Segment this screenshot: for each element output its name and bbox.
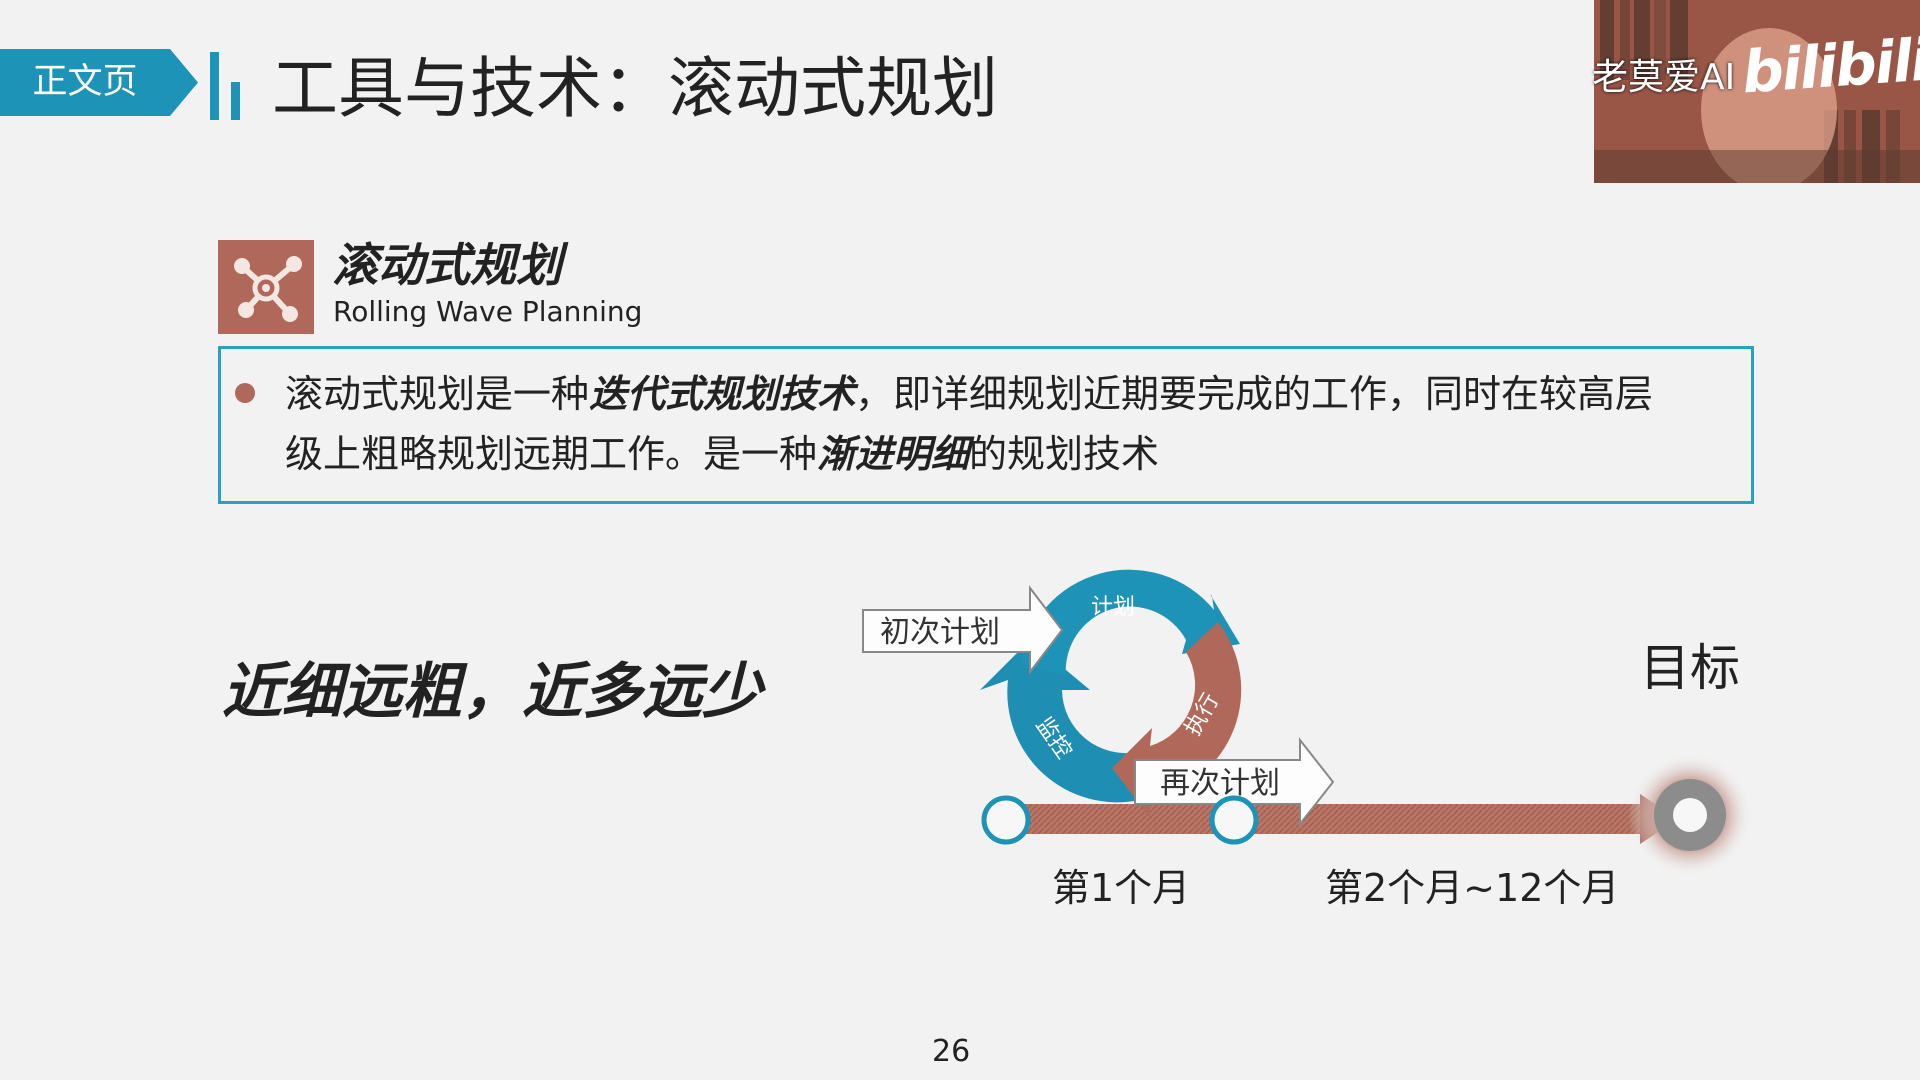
definition-box	[218, 346, 1754, 504]
month-2-12-label: 第2个月~12个月	[1325, 866, 1620, 910]
definition-emphasis: 渐进明细	[817, 432, 970, 476]
bullet-dot-icon	[235, 383, 255, 403]
webcam-channel-name: 老莫爱AI	[1592, 57, 1736, 98]
callout-replan-label: 再次计划	[1160, 766, 1280, 801]
month-1-label: 第1个月	[1052, 866, 1191, 910]
definition-line-2: 级上粗略规划远期工作。是一种渐进明细的规划技术	[285, 424, 1159, 484]
section-tag-label: 正文页	[32, 62, 138, 102]
section-subtitle: Rolling Wave Planning	[333, 295, 643, 328]
network-nodes-icon	[218, 240, 314, 334]
definition-text: 级上粗略规划远期工作。是一种	[285, 432, 818, 476]
title-bars-icon	[210, 52, 240, 120]
definition-line-1: 滚动式规划是一种迭代式规划技术，即详细规划近期要完成的工作，同时在较高层	[285, 364, 1653, 424]
definition-text: 滚动式规划是一种	[285, 372, 590, 416]
goal-label: 目标	[1640, 639, 1740, 697]
cycle-label-plan: 计划	[1091, 595, 1135, 620]
definition-text: 的规划技术	[969, 432, 1160, 476]
page-title: 工具与技术：滚动式规划	[272, 50, 998, 127]
definition-text: ，即详细规划近期要完成的工作，同时在较高层	[855, 372, 1654, 416]
callout-replan: 再次计划	[1134, 737, 1335, 827]
cycle-segment-monitor	[980, 640, 1140, 803]
definition-emphasis: 迭代式规划技术	[589, 372, 856, 416]
page-number: 26	[932, 1034, 971, 1069]
section-title: 滚动式规划	[332, 238, 562, 292]
cycle-segment-plan	[1020, 569, 1240, 676]
webcam-overlay	[1594, 0, 1920, 183]
milestone-start-icon	[981, 795, 1031, 845]
slogan-text: 近细远粗，近多远少	[222, 657, 762, 727]
section-tag-shape	[0, 49, 198, 116]
callout-initial-label: 初次计划	[880, 615, 1000, 650]
milestone-month1-icon	[1209, 795, 1259, 845]
callout-initial-plan: 初次计划	[862, 585, 1064, 675]
goal-target-icon	[1628, 753, 1752, 877]
